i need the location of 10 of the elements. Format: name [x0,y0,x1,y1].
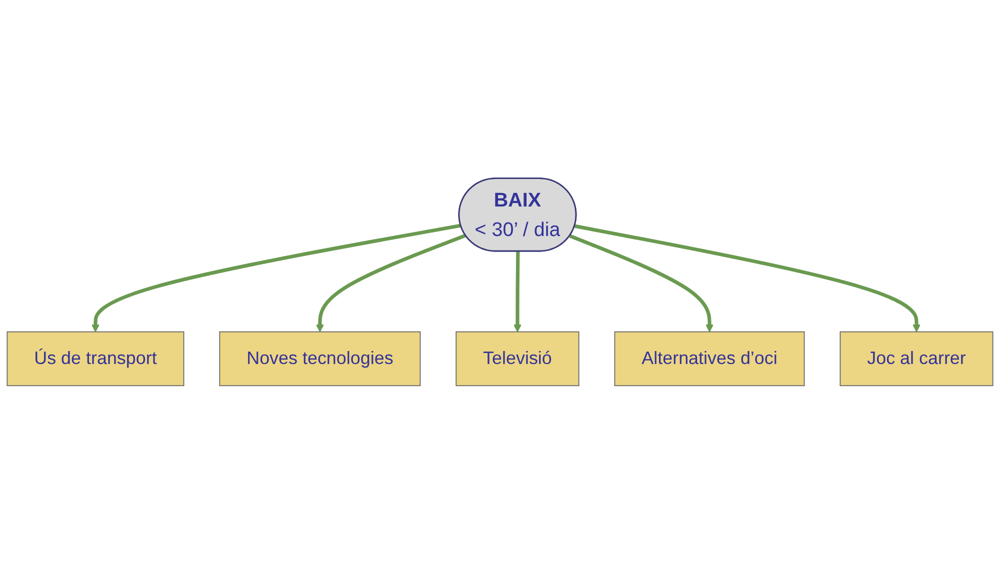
node-box: Alternatives d’oci [614,331,805,386]
node-box: Joc al carrer [840,331,994,386]
node-box: Noves tecnologies [219,331,421,386]
arrow [569,234,714,332]
arrow [574,224,920,332]
arrow [316,234,466,332]
arrow [92,224,462,332]
node-box: Ús de transport [6,331,184,386]
arrow [514,251,522,332]
node-box: Televisió [456,331,580,386]
